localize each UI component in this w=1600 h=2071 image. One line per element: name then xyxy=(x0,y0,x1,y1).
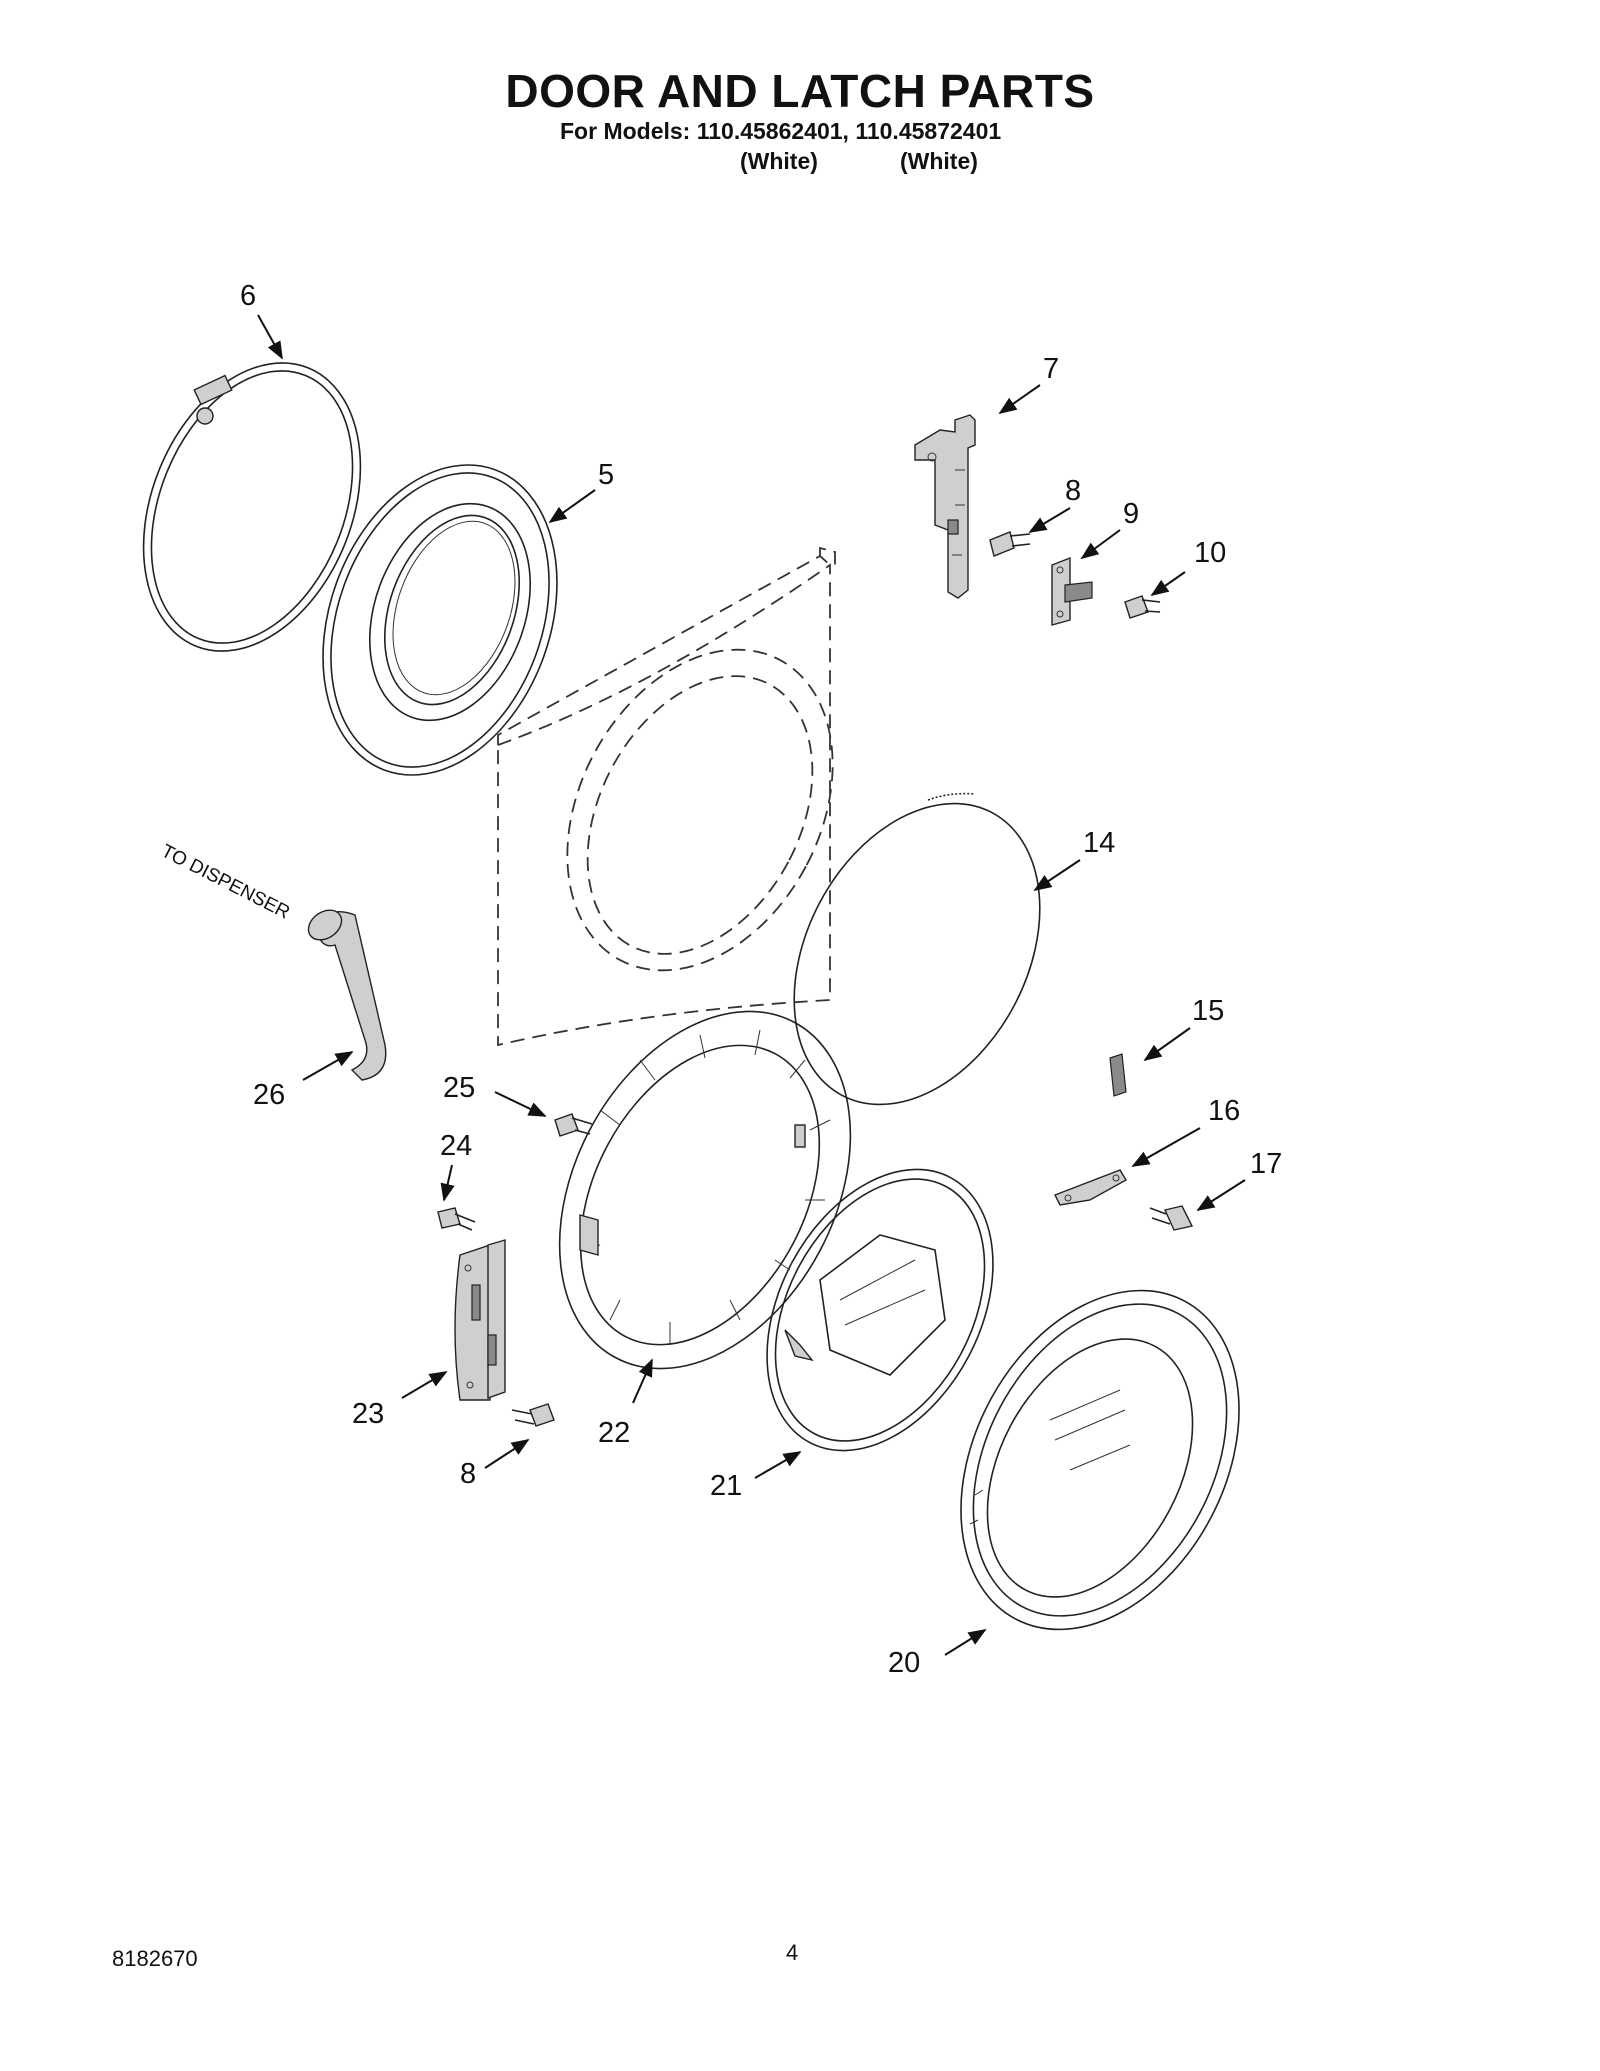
part-16-bracket xyxy=(1054,1169,1127,1206)
part-20-outer-door xyxy=(960,1289,1240,1631)
callout-5: 5 xyxy=(598,459,614,491)
to-dispenser-note: TO DISPENSER xyxy=(158,841,293,924)
callout-15: 15 xyxy=(1192,995,1224,1027)
callout-10: 10 xyxy=(1194,537,1226,569)
part-26-hose xyxy=(307,909,387,1081)
part-25-screw xyxy=(554,1113,593,1137)
callout-7: 7 xyxy=(1043,353,1059,385)
part-8-screw-lower xyxy=(511,1403,555,1427)
document-number: 8182670 xyxy=(112,1946,198,1971)
part-14-seal xyxy=(793,792,1041,1106)
page-title: DOOR AND LATCH PARTS xyxy=(505,65,1095,117)
part-6-clamp xyxy=(142,362,362,652)
part-23-hinge xyxy=(454,1239,506,1401)
model-color-1: (White) xyxy=(740,148,818,174)
part-17-screw xyxy=(1149,1205,1194,1231)
callout-20: 20 xyxy=(888,1647,920,1679)
part-5-boot xyxy=(322,464,558,776)
front-panel-reference xyxy=(497,546,836,1047)
callout-9: 9 xyxy=(1123,498,1139,530)
callout-6: 6 xyxy=(240,280,256,312)
callout-14: 14 xyxy=(1083,827,1115,859)
callout-16: 16 xyxy=(1208,1095,1240,1127)
callout-26: 26 xyxy=(253,1079,285,1111)
part-10-screw xyxy=(1124,595,1161,619)
page-number: 4 xyxy=(786,1940,799,1965)
callout-17: 17 xyxy=(1250,1148,1282,1180)
part-22-door-frame xyxy=(558,1010,852,1370)
model-color-2: (White) xyxy=(900,148,978,174)
callout-23: 23 xyxy=(352,1398,384,1430)
part-8-screw-upper xyxy=(989,531,1031,557)
part-9-strike xyxy=(1051,556,1093,626)
callout-8-upper: 8 xyxy=(1065,475,1081,507)
callout-22: 22 xyxy=(598,1417,630,1449)
part-15-clip xyxy=(1109,1053,1127,1097)
models-subtitle: For Models: 110.45862401, 110.45872401 xyxy=(560,118,1002,144)
callout-21: 21 xyxy=(710,1470,742,1502)
callout-8-lower: 8 xyxy=(460,1458,476,1490)
callout-24: 24 xyxy=(440,1130,472,1162)
callout-25: 25 xyxy=(443,1072,475,1104)
callout-arrows xyxy=(257,314,1246,1656)
part-21-inner-glass xyxy=(766,1168,994,1452)
part-7-latch xyxy=(914,414,976,599)
part-24-screw xyxy=(437,1207,476,1231)
